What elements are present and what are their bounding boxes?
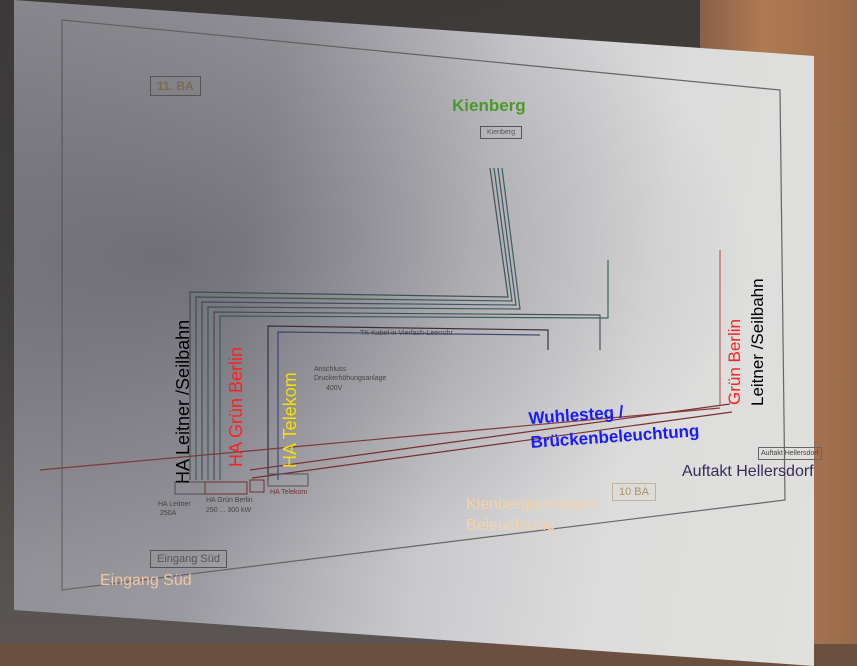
ha-gruen-annotation: HA Grün Berlin [226, 346, 246, 467]
sheet-border [61, 19, 786, 591]
leitner-annotation: Leitner /Seilbahn [748, 278, 767, 406]
ha-telekom-annotation: HA Telekom [280, 372, 300, 468]
gruen-berlin-annotation: Grün Berlin [725, 319, 744, 405]
cable-diagram [39, 19, 786, 591]
ha-leitner-label: HA Leitner [158, 501, 191, 508]
ha-telekom-box [267, 473, 309, 487]
ha-telekom-label: HA Telekom [270, 489, 308, 496]
ha-leitner-amp: 250A [160, 510, 177, 517]
cable-line [267, 325, 549, 480]
cable-line [201, 167, 517, 480]
eingang-annotation: Eingang Süd [100, 572, 192, 589]
cable-line [207, 167, 521, 480]
auftakt-annotation: Auftakt Hellersdorf [682, 463, 814, 480]
cable-line [213, 311, 601, 480]
druck-label-2: Druckerhöhungsanlage [314, 375, 387, 382]
ha-gruen-box-2 [249, 479, 265, 493]
cable-line [219, 260, 609, 480]
cable-line [189, 167, 509, 480]
auftakt-box: Auftakt Hellersdorf [758, 447, 822, 460]
druck-label-1: Anschluss [314, 366, 346, 373]
cable-line [39, 407, 721, 471]
ha-gruen-label: HA Grün Berlin [206, 497, 253, 504]
kienberg-box: Kienberg [480, 126, 523, 139]
kienberg-annotation: Kienberg [452, 96, 526, 115]
cable-line [249, 403, 731, 471]
eingang-sued-box: Eingang Süd [150, 550, 227, 568]
cable-line [251, 411, 733, 479]
cable-line [277, 331, 541, 480]
ha-gruen-box [204, 481, 248, 495]
ba10-label: 10 BA [612, 483, 656, 501]
druck-label-3: 400V [326, 385, 343, 392]
ha-gruen-kw: 250 ... 300 kW [206, 507, 252, 514]
terrassen-annotation: Kienbergterrassen [466, 496, 597, 513]
tk-kabel-label: TK-Kabel in Vierfach-Leerrohr [360, 330, 453, 337]
ba11-label: 11. BA [150, 76, 201, 96]
beleuchtung-annotation: Beleuchtung [466, 517, 555, 534]
cable-line [195, 167, 513, 480]
ha-leitner-annotation: HA Leitner /Seilbahn [173, 319, 193, 484]
